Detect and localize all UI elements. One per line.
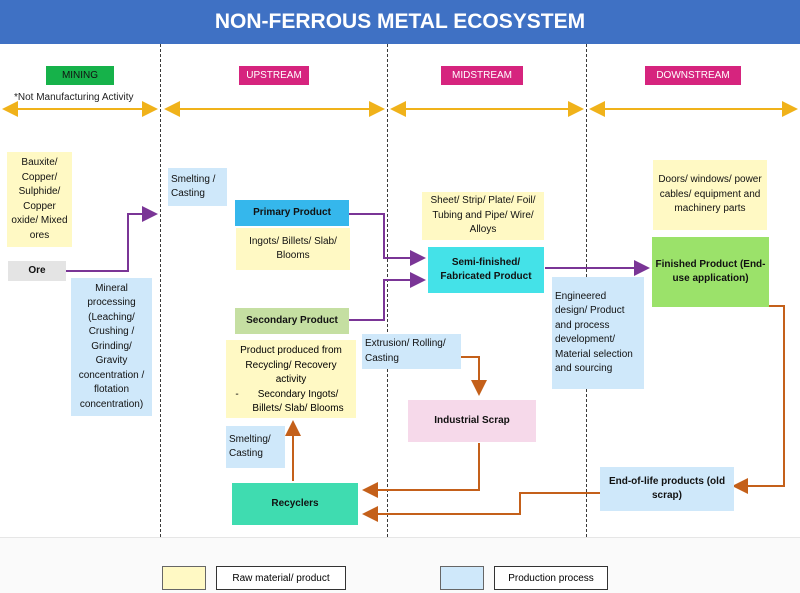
finished-product-box: Finished Product (End-use application) [652, 237, 769, 307]
primary-product-box: Primary Product [235, 200, 349, 226]
engineered-design-box: Engineered design/ Product and process d… [552, 277, 644, 389]
page-title: NON-FERROUS METAL ECOSYSTEM [0, 0, 800, 44]
production-process-legend-label: Production process [494, 566, 608, 590]
stage-downstream: DOWNSTREAM [645, 66, 741, 85]
stage-mining: MINING [46, 66, 114, 85]
semi-finished-box: Semi-finished/ Fabricated Product [428, 247, 544, 293]
end-of-life-box: End-of-life products (old scrap) [600, 467, 734, 511]
arrow-primary-to-semi [349, 213, 426, 266]
recycled-product-bullet: Secondary Ingots/ Billets/ Slab/ Blooms [252, 388, 344, 415]
arrow-finished-to-eol [732, 305, 785, 494]
stage-divider [160, 44, 161, 537]
arrow-eol-to-recyclers [362, 492, 600, 522]
production-process-swatch [440, 566, 484, 590]
semi-forms-box: Sheet/ Strip/ Plate/ Foil/ Tubing and Pi… [422, 192, 544, 240]
arrow-scrap-to-recyclers [362, 443, 480, 498]
stage-upstream: UPSTREAM [239, 66, 309, 85]
recycled-product-head: Product produced from Recycling/ Recover… [240, 345, 342, 385]
arrow-secondary-to-semi [349, 272, 426, 321]
stage-divider [387, 44, 388, 537]
secondary-product-box: Secondary Product [235, 308, 349, 334]
recycled-product-bullet-row: - Secondary Ingots/ Billets/ Slab/ Bloom… [230, 388, 352, 417]
recycled-product-box: Product produced from Recycling/ Recover… [226, 340, 356, 418]
arrow-extrusion-to-scrap [461, 356, 487, 396]
mineral-processing-box: Mineral processing (Leaching/ Crushing /… [71, 278, 152, 416]
stage-midstream: MIDSTREAM [441, 66, 523, 85]
ore-box: Ore [8, 261, 66, 281]
finished-examples-box: Doors/ windows/ power cables/ equipment … [653, 160, 767, 230]
industrial-scrap-box: Industrial Scrap [408, 400, 536, 442]
mining-note: *Not Manufacturing Activity [14, 92, 134, 103]
legend-area [0, 537, 800, 593]
primary-forms-box: Ingots/ Billets/ Slab/ Blooms [236, 228, 350, 270]
raw-inputs-box: Bauxite/ Copper/ Sulphide/ Copper oxide/… [7, 152, 72, 247]
extrusion-box: Extrusion/ Rolling/ Casting [362, 334, 461, 369]
raw-material-swatch [162, 566, 206, 590]
recyclers-box: Recyclers [232, 483, 358, 525]
arrow-ore-to-smelting [66, 206, 158, 272]
smelting-casting-2-box: Smelting/ Casting [226, 426, 285, 468]
bullet-dash: - [235, 388, 239, 400]
raw-material-legend-label: Raw material/ product [216, 566, 346, 590]
smelting-casting-box: Smelting / Casting [168, 168, 227, 206]
